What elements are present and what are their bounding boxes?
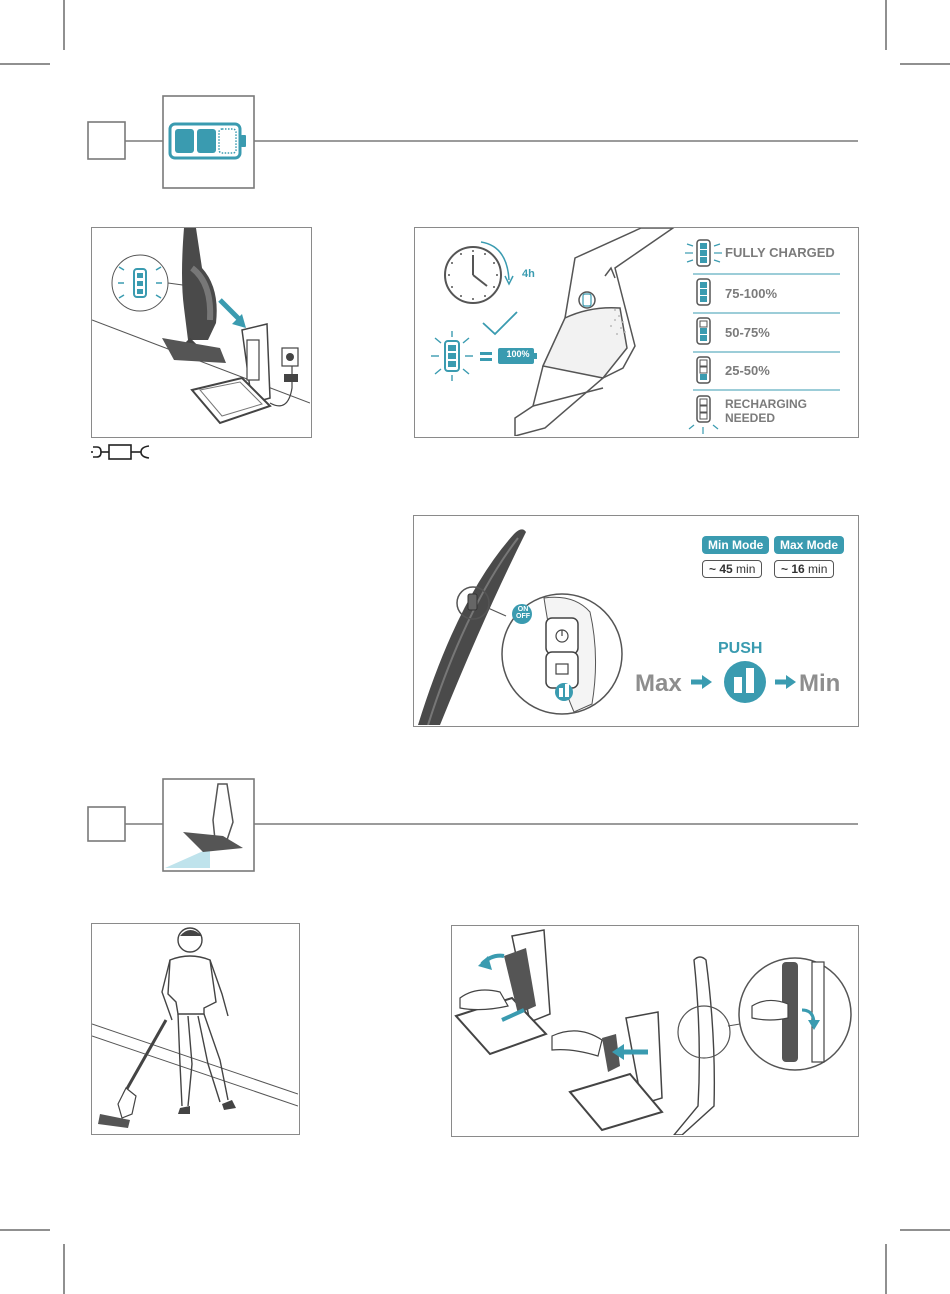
blinking-battery-icon [112,255,168,311]
legend-label-50-75: 50-75% [725,325,770,340]
off-label: OFF [513,613,533,620]
adapter-symbol-icon [91,442,157,462]
legend-label-25-50: 25-50% [725,363,770,378]
max-mode-runtime: ~ 16 min [774,560,834,578]
section-header-usage [85,776,865,876]
clock-icon [445,242,513,303]
legend-battery-empty-blinking-icon [689,396,718,434]
full-charge-label: 100% [500,349,536,359]
mode-button-icon [724,661,766,703]
min-word: Min [799,670,840,698]
legend-label-recharging-needed: RECHARGING NEEDED [725,397,807,425]
check-icon [483,312,517,334]
min-mode-runtime: ~ 45 min [702,560,762,578]
on-label: ON [513,606,533,613]
panel-docking [91,227,312,438]
legend-battery-1-icon [697,357,710,383]
detach-handheld-illustration [452,926,857,1135]
max-word: Max [635,670,682,698]
max-mode-chip: Max Mode [774,536,844,554]
legend-battery-full-blinking-icon [685,240,722,266]
legend-label-75-100: 75-100% [725,286,777,301]
docking-illustration [92,228,310,436]
legend-battery-2-icon [697,318,710,344]
handheld-vacuum [515,228,673,436]
person-vacuuming-illustration [92,924,298,1133]
mode-badge-icon [555,683,573,701]
panel-person-vacuuming [91,923,300,1135]
legend-label-fully-charged: FULLY CHARGED [725,245,835,260]
panel-detach-handheld [451,925,859,1137]
panel-power-modes: ON OFF Min Mode Max Mode ~ 45 min ~ 16 m… [413,515,859,727]
panel-charging-status: FULLY CHARGED 75-100% 50-75% 25-50% RECH… [414,227,859,438]
section-header-battery [85,93,865,193]
push-label: PUSH [718,640,762,658]
min-mode-chip: Min Mode [702,536,769,554]
legend-battery-3-icon [697,279,710,305]
on-off-badge: ON OFF [513,606,533,620]
charge-duration: 4h [522,268,535,280]
